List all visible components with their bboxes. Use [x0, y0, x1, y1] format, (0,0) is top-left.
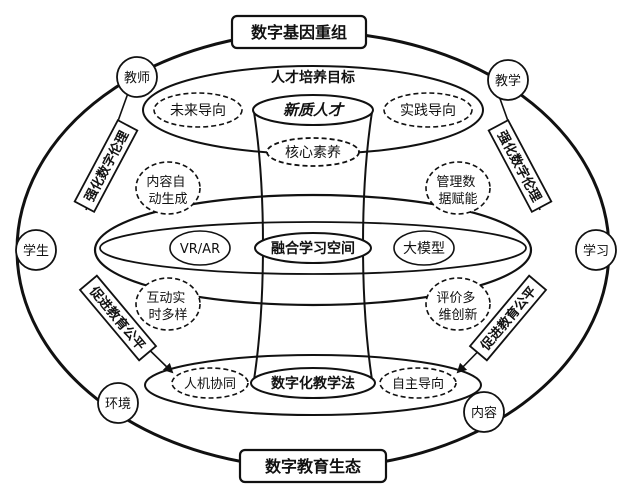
- ethics-left-box: [73, 119, 139, 213]
- evaluation-line1: 评价多: [436, 290, 475, 306]
- interaction-line1: 互动实: [146, 291, 185, 306]
- content-auto-gen-ellipse: [135, 161, 201, 215]
- new-talent-label: 新质人才: [283, 101, 345, 119]
- environment-node: [97, 382, 139, 424]
- evaluation-line2: 维创新: [438, 307, 477, 323]
- fusion-space-ellipse: [254, 232, 372, 264]
- middle-band-ellipse: [93, 193, 533, 307]
- vrar-label: VR/AR: [180, 242, 220, 257]
- future-oriented-label: 未来导向: [170, 103, 226, 119]
- practice-oriented-label: 实践导向: [400, 103, 456, 119]
- data-empower-line1: 管理数: [436, 175, 475, 190]
- fusion-space-label: 融合学习空间: [271, 240, 355, 257]
- interaction-ellipse: [135, 277, 201, 331]
- middle-inner-ellipse: [99, 221, 527, 275]
- learning-node: [575, 229, 617, 271]
- bottom-title-box: [238, 448, 388, 484]
- talent-goal-title: 人才培养目标: [271, 69, 355, 86]
- content-node: [463, 391, 505, 433]
- top-title-box: [230, 14, 368, 50]
- new-talent-ellipse: [252, 94, 374, 126]
- digital-pedagogy-ellipse: [250, 367, 376, 399]
- digital-pedagogy-label: 数字化教学法: [271, 375, 355, 392]
- top-title: 数字基因重组: [251, 23, 347, 42]
- content-auto-gen-label: 内容自 动生成: [146, 174, 189, 207]
- content-auto-gen-line2: 动生成: [148, 192, 187, 207]
- teacher-label: 教师: [124, 70, 150, 86]
- core-literacy-label: 核心素养: [285, 145, 341, 161]
- future-oriented-ellipse: [153, 92, 243, 128]
- evaluation-label: 评价多 维创新: [436, 290, 479, 323]
- vrar-ellipse: [169, 230, 231, 266]
- teaching-node: [487, 59, 529, 101]
- student-label: 学生: [23, 243, 49, 259]
- learning-label: 学习: [583, 243, 609, 259]
- equity-right-box: [468, 274, 548, 362]
- interaction-line2: 时多样: [148, 307, 187, 323]
- core-literacy-ellipse: [266, 137, 360, 167]
- bottom-layer-ellipse: [144, 354, 482, 416]
- teacher-node: [116, 56, 158, 98]
- equity-left-box: [78, 274, 158, 362]
- evaluation-ellipse: [425, 277, 491, 331]
- data-empower-label: 管理数 据赋能: [436, 175, 479, 207]
- practice-oriented-ellipse: [383, 92, 473, 128]
- self-directed-ellipse: [379, 367, 457, 399]
- ethics-right-box: [487, 119, 553, 213]
- student-node: [15, 229, 57, 271]
- content-auto-gen-line1: 内容自: [146, 174, 185, 190]
- bottom-title: 数字教育生态: [265, 457, 361, 476]
- human-machine-label: 人机协同: [184, 377, 236, 392]
- self-directed-label: 自主导向: [392, 376, 444, 392]
- big-model-label: 大模型: [403, 241, 445, 257]
- human-machine-ellipse: [171, 367, 249, 399]
- teaching-label: 教学: [495, 73, 521, 89]
- data-empower-line2: 据赋能: [438, 192, 477, 207]
- environment-label: 环境: [105, 397, 131, 412]
- data-empower-ellipse: [425, 161, 491, 215]
- big-model-ellipse: [393, 230, 455, 266]
- interaction-label: 互动实 时多样: [146, 291, 189, 323]
- content-label: 内容: [471, 405, 497, 421]
